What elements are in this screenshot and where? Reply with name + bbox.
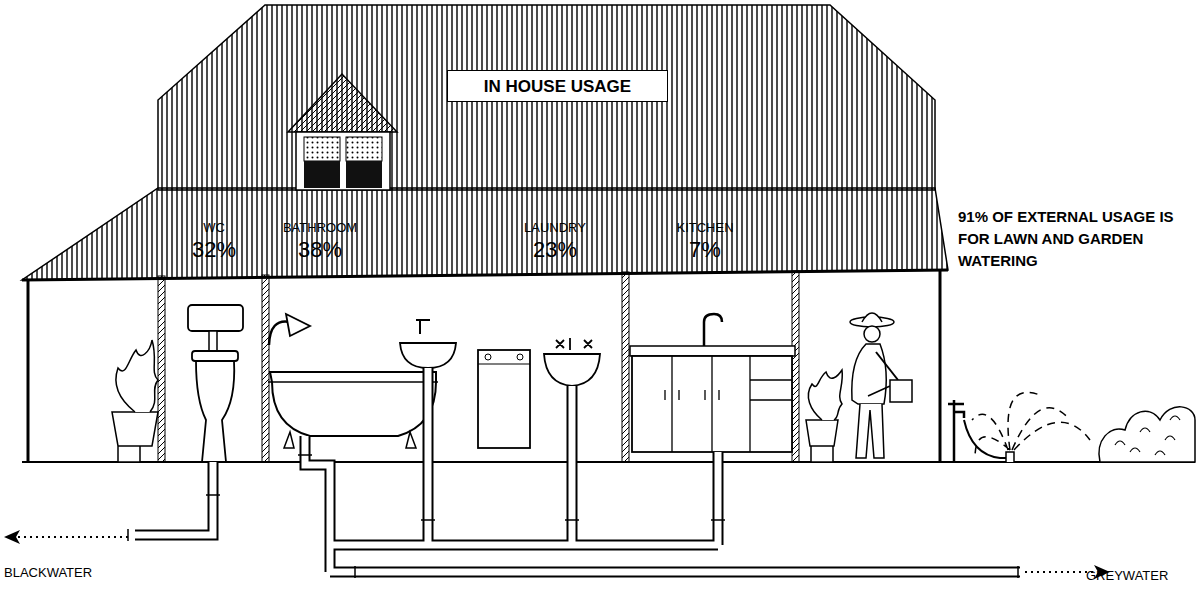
greywater-pipe xyxy=(330,540,718,551)
pipe-joints xyxy=(128,455,1018,578)
outflow-label: BLACKWATER xyxy=(4,565,144,581)
node-heading: KITCHEN xyxy=(655,220,755,236)
wall xyxy=(262,275,269,462)
basin xyxy=(400,343,456,368)
node-content: BATHROOM38% xyxy=(268,220,372,264)
node-content: WC32% xyxy=(166,220,262,264)
person-legs xyxy=(856,404,884,458)
room-label: KITCHEN7% xyxy=(655,220,755,272)
title-box: IN HOUSE USAGE xyxy=(447,70,668,102)
greywater-pipe xyxy=(423,368,434,545)
bush-leaves xyxy=(1115,416,1180,455)
pot-plant xyxy=(806,420,838,462)
room-label: LAUNDRY23% xyxy=(505,220,605,272)
machine-knob xyxy=(485,354,491,360)
external-usage-note: 91% OF EXTERNAL USAGE IS FOR LAWN AND GA… xyxy=(958,206,1193,272)
window-pane xyxy=(346,137,382,161)
bath-rim xyxy=(268,381,438,383)
window-pane xyxy=(304,161,340,188)
flow-arrowhead xyxy=(4,530,20,544)
node-heading: LAUNDRY xyxy=(505,220,605,236)
node-heading: BATHROOM xyxy=(268,220,372,236)
drain-pipes-inner xyxy=(135,368,1020,572)
plant-leaves xyxy=(808,370,842,420)
plant-leaves xyxy=(116,340,158,412)
laundry-tub xyxy=(544,354,600,386)
sprinkler-spray xyxy=(972,392,1090,458)
greywater-pipe xyxy=(567,386,578,545)
shower-pipe xyxy=(269,321,290,345)
node-heading: WC xyxy=(166,220,262,236)
greywater-pipe xyxy=(330,569,1020,576)
garden-bush xyxy=(1099,407,1195,462)
person-head xyxy=(864,326,880,342)
node-content: LAUNDRY23% xyxy=(505,220,605,264)
veranda-roof xyxy=(22,188,948,280)
greywater-pipe xyxy=(425,368,432,545)
window-pane xyxy=(304,137,340,161)
greywater-pipe xyxy=(715,452,722,545)
blackwater-flow xyxy=(18,536,128,538)
dormer-window xyxy=(296,132,390,190)
wall xyxy=(158,276,165,462)
blackwater-pipe xyxy=(135,462,213,535)
node-heading: IN HOUSE USAGE xyxy=(484,76,631,97)
wall xyxy=(622,272,629,462)
kitchen-cabinets xyxy=(632,356,792,452)
shower-head xyxy=(286,314,310,336)
usage-percent: 23% xyxy=(505,236,605,264)
outflow-label: GREYWATER xyxy=(1086,568,1196,584)
veranda-post xyxy=(27,280,30,462)
upper-roof xyxy=(158,5,935,190)
tub-taps xyxy=(556,338,592,350)
dormer-gable xyxy=(288,74,397,132)
toilet-seat xyxy=(192,351,238,361)
garden-tap xyxy=(948,400,964,462)
cabinet-doors xyxy=(665,356,792,452)
toilet-cistern xyxy=(188,305,243,331)
basin-tap xyxy=(416,320,430,334)
veranda-post xyxy=(939,270,942,462)
greywater-pipe xyxy=(330,567,1020,578)
pot-plant xyxy=(112,412,158,462)
sprinkler xyxy=(1006,452,1014,462)
kitchen-tap xyxy=(704,314,722,346)
blackwater-pipe xyxy=(135,462,213,535)
bench-top xyxy=(630,346,795,356)
watering-can xyxy=(868,380,912,402)
greywater-pipe xyxy=(713,452,724,545)
node-content: IN HOUSE USAGE xyxy=(484,76,631,97)
usage-percent: 32% xyxy=(166,236,262,264)
room-label: BATHROOM38% xyxy=(268,220,372,272)
toilet-bowl xyxy=(196,361,234,462)
washing-machine xyxy=(478,350,530,448)
usage-percent: 7% xyxy=(655,236,755,264)
person-hat xyxy=(862,313,882,322)
greywater-pipe xyxy=(330,542,718,549)
drain-pipes xyxy=(135,368,1020,572)
window-pane xyxy=(346,161,382,188)
machine-knob xyxy=(517,354,523,360)
node-content: KITCHEN7% xyxy=(655,220,755,264)
ground-line xyxy=(22,461,1195,463)
wall xyxy=(792,271,799,462)
greywater-flow xyxy=(1025,571,1096,573)
room-label: WC32% xyxy=(166,220,262,272)
greywater-pipe xyxy=(569,386,576,545)
person-arm xyxy=(876,352,898,380)
greywater-pipe xyxy=(305,436,330,572)
garden-hose xyxy=(964,420,1010,458)
toilet-pipe xyxy=(209,331,217,351)
usage-percent: 38% xyxy=(268,236,372,264)
machine-panel xyxy=(478,363,530,364)
greywater-pipe xyxy=(305,436,330,572)
